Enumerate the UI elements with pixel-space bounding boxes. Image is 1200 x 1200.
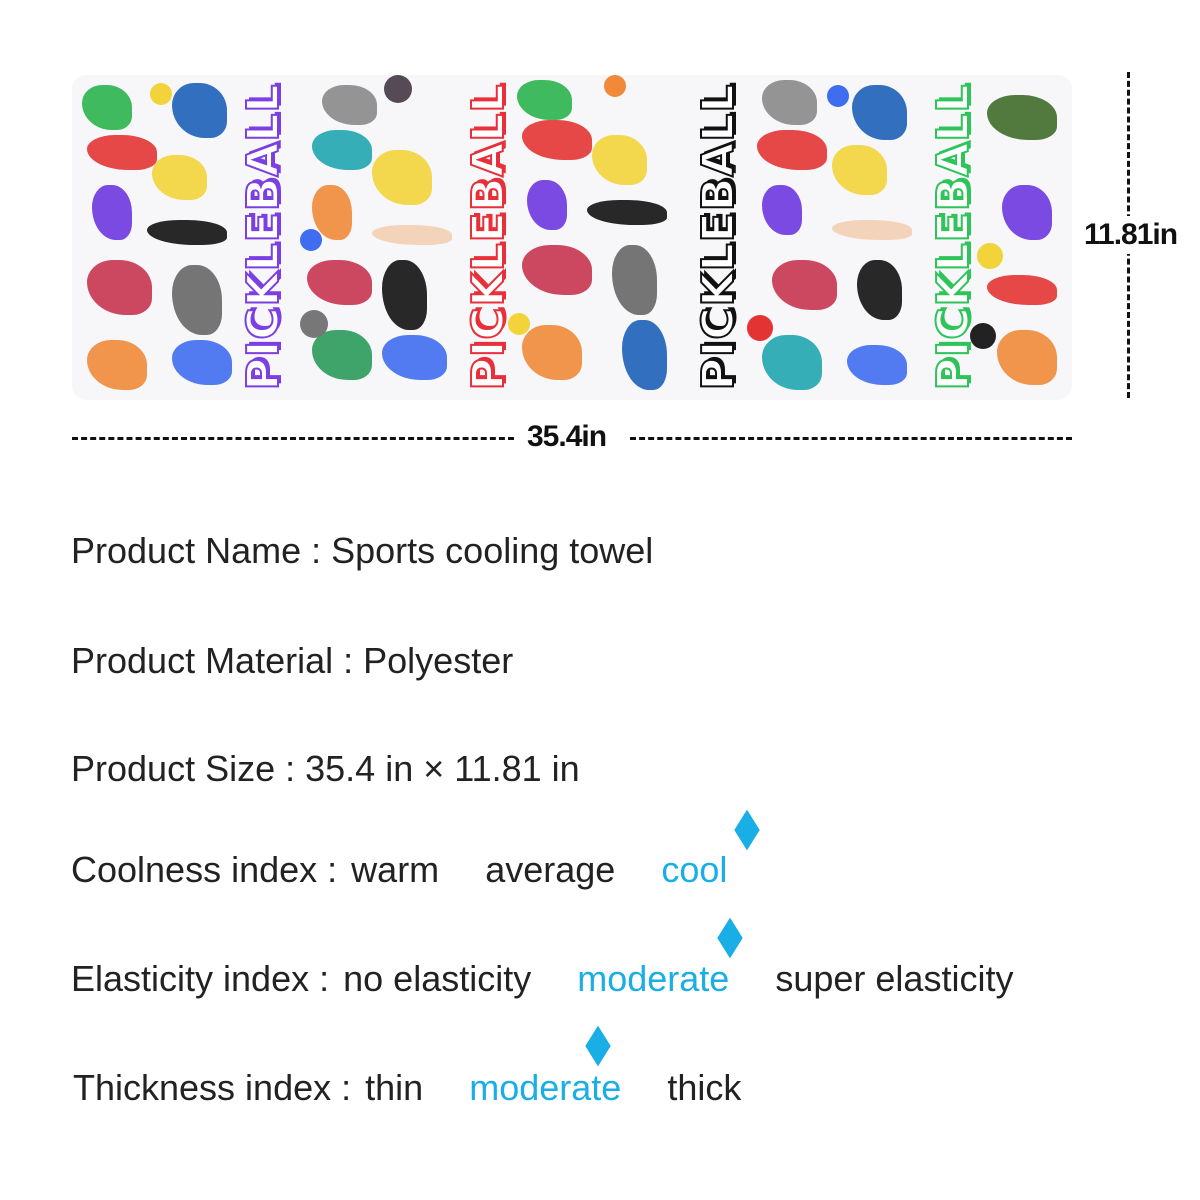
player-silhouette (312, 130, 372, 170)
spec-value: Sports cooling towel (331, 530, 654, 571)
spec-label: Product Name : (71, 530, 322, 571)
player-silhouette (757, 130, 827, 170)
player-silhouette (372, 225, 452, 245)
towel-word-pickleball: PICKLEBALL (237, 83, 290, 392)
player-silhouette (527, 180, 567, 230)
pickleball-icon (300, 229, 322, 251)
spec-product-size: Product Size : 35.4 in × 11.81 in (71, 748, 580, 790)
player-silhouette (762, 185, 802, 235)
towel-word-pickleball: PICKLEBALL (927, 83, 980, 392)
player-silhouette (1002, 185, 1052, 240)
player-silhouette (147, 220, 227, 245)
player-silhouette (987, 95, 1057, 140)
spec-thickness-index: Thickness index : thin moderate thick (73, 1067, 741, 1109)
option-cool-selected: cool (661, 849, 728, 890)
option-moderate-selected: moderate (469, 1067, 622, 1108)
selected-indicator-icon (585, 1025, 611, 1067)
player-silhouette (622, 320, 667, 390)
player-silhouette (832, 145, 887, 195)
selected-indicator-icon (717, 917, 743, 959)
player-silhouette (762, 335, 822, 390)
player-silhouette (312, 185, 352, 240)
pickleball-icon (970, 323, 996, 349)
player-silhouette (772, 260, 837, 310)
player-silhouette (87, 340, 147, 390)
player-silhouette (87, 135, 157, 170)
option-average: average (485, 849, 616, 890)
towel-image: PICKLEBALL PICKLEBALL PICKLEBALL PICKLEB… (72, 75, 1072, 400)
player-silhouette (92, 185, 132, 240)
pickleball-icon (827, 85, 849, 107)
spec-value: 35.4 in × 11.81 in (305, 748, 580, 789)
towel-word-pickleball: PICKLEBALL (692, 83, 745, 392)
pickleball-icon (747, 315, 773, 341)
height-dimension-label: 11.81in (1084, 216, 1178, 254)
player-silhouette (87, 260, 152, 315)
player-silhouette (307, 260, 372, 305)
option-thick: thick (667, 1067, 742, 1108)
player-silhouette (152, 155, 207, 200)
player-silhouette (857, 260, 902, 320)
spec-product-material: Product Material : Polyester (71, 640, 513, 682)
pickleball-icon (508, 313, 530, 335)
player-silhouette (612, 245, 657, 315)
spec-elasticity-index: Elasticity index : no elasticity moderat… (71, 958, 1013, 1000)
player-silhouette (587, 200, 667, 225)
option-no-elasticity: no elasticity (343, 958, 532, 999)
spec-product-name: Product Name : Sports cooling towel (71, 530, 653, 572)
player-silhouette (592, 135, 647, 185)
towel-word-pickleball: PICKLEBALL (462, 83, 515, 392)
player-silhouette (522, 245, 592, 295)
player-silhouette (382, 335, 447, 380)
spec-label: Product Size : (71, 748, 296, 789)
player-silhouette (997, 330, 1057, 385)
player-silhouette (322, 85, 377, 125)
option-thin: thin (365, 1067, 424, 1108)
player-silhouette (312, 330, 372, 380)
spec-label: Thickness index : (73, 1067, 352, 1108)
player-silhouette (172, 340, 232, 385)
width-dimension-line-left (72, 437, 514, 440)
player-silhouette (847, 345, 907, 385)
option-moderate-selected: moderate (577, 958, 730, 999)
player-silhouette (372, 150, 432, 205)
player-silhouette (517, 80, 572, 120)
player-silhouette (832, 220, 912, 240)
pickleball-icon (150, 83, 172, 105)
option-super-elasticity: super elasticity (775, 958, 1014, 999)
pickleball-icon (604, 75, 626, 97)
pickleball-icon (300, 310, 328, 338)
spec-label: Elasticity index : (71, 958, 330, 999)
spec-value: Polyester (363, 640, 514, 681)
spec-label: Product Material : (71, 640, 354, 681)
player-silhouette (987, 275, 1057, 305)
spec-coolness-index: Coolness index : warm average cool (71, 849, 727, 891)
selected-indicator-icon (734, 809, 760, 851)
player-silhouette (82, 85, 132, 130)
spec-label: Coolness index : (71, 849, 338, 890)
player-silhouette (762, 80, 817, 125)
pickleball-icon (977, 243, 1003, 269)
option-warm: warm (351, 849, 440, 890)
player-silhouette (522, 120, 592, 160)
player-silhouette (172, 83, 227, 138)
player-silhouette (172, 265, 222, 335)
player-silhouette (522, 325, 582, 380)
player-silhouette (852, 85, 907, 140)
width-dimension-line-right (630, 437, 1072, 440)
pickleball-icon (384, 75, 412, 103)
player-silhouette (382, 260, 427, 330)
width-dimension-label: 35.4in (527, 420, 607, 453)
